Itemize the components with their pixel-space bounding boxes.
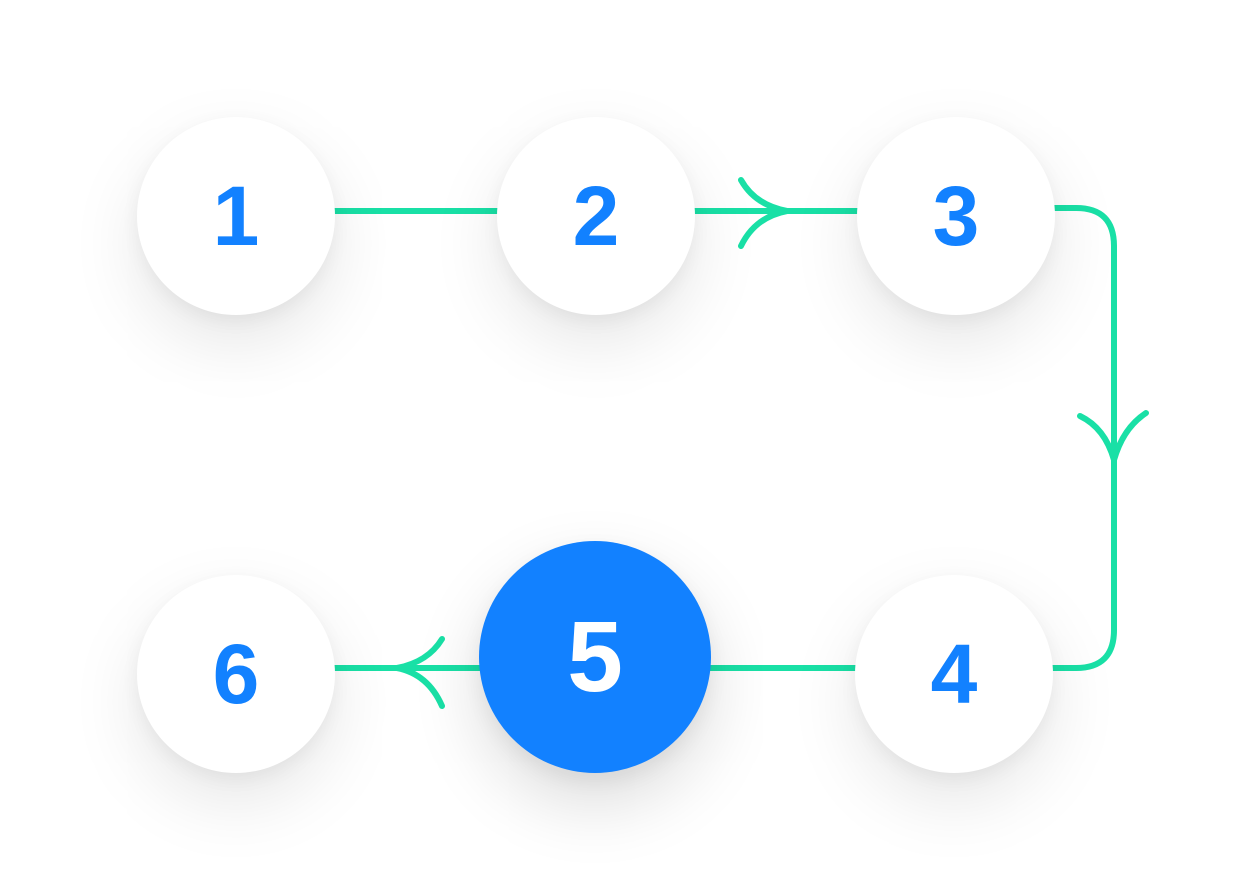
step-number: 2 — [572, 169, 620, 263]
step-node-1[interactable]: 1 — [137, 117, 335, 315]
step-node-5-active[interactable]: 5 — [479, 541, 711, 773]
arrowhead-down-icon — [1077, 410, 1149, 463]
connector-3-4 — [1050, 205, 1117, 671]
arrowhead-left-icon — [394, 636, 445, 709]
step-number: 6 — [212, 627, 260, 721]
step-node-2[interactable]: 2 — [497, 117, 695, 315]
step-node-3[interactable]: 3 — [857, 117, 1055, 315]
step-number: 5 — [567, 601, 623, 713]
step-number: 1 — [212, 169, 260, 263]
step-number: 3 — [932, 169, 980, 263]
arrowhead-right-icon — [738, 177, 790, 249]
step-node-6[interactable]: 6 — [137, 575, 335, 773]
step-node-4[interactable]: 4 — [855, 575, 1053, 773]
step-number: 4 — [930, 627, 978, 721]
